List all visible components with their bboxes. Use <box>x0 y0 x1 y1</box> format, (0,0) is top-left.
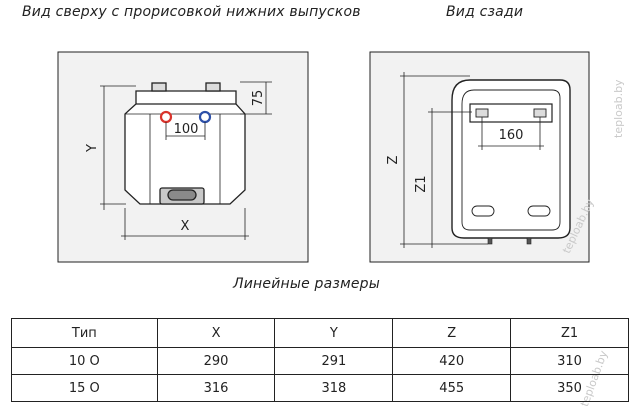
column-header-type: Тип <box>11 318 158 348</box>
table-row: 15 О 316 318 455 350 <box>11 374 629 402</box>
bracket-spacing-label: 160 <box>499 128 524 143</box>
column-header-z: Z <box>392 318 512 348</box>
column-header-x: X <box>156 318 276 348</box>
depth-label: 75 <box>251 90 266 107</box>
top-view-dimension-lines <box>100 81 272 240</box>
table-cell: 420 <box>392 347 512 375</box>
table-cell: 350 <box>510 374 629 402</box>
pipe-spacing-label: 100 <box>174 122 199 137</box>
column-header-z1: Z1 <box>510 318 629 348</box>
table-cell: 291 <box>274 347 394 375</box>
watermark-text: teploab.by <box>612 79 625 138</box>
top-view-caption: Вид сверху с прорисовкой нижних выпусков <box>22 4 361 20</box>
column-header-y: Y <box>274 318 394 348</box>
table-cell: 290 <box>156 347 276 375</box>
heater-top-body <box>124 82 246 205</box>
hot-water-outlet-icon <box>159 110 173 124</box>
heater-back-body <box>451 79 571 245</box>
back-view-dimension-lines <box>400 72 544 248</box>
table-cell: 455 <box>392 374 512 402</box>
table-cell: 310 <box>510 347 629 375</box>
table-caption: Линейные размеры <box>233 276 380 292</box>
cold-water-inlet-icon <box>198 110 212 124</box>
height-y-label: Y <box>85 144 100 153</box>
mount-height-z1-label: Z1 <box>414 175 429 192</box>
width-x-label: X <box>181 219 190 234</box>
table-cell: 10 О <box>11 347 158 375</box>
table-cell: 316 <box>156 374 276 402</box>
table-cell: 318 <box>274 374 394 402</box>
height-z-label: Z <box>386 155 401 164</box>
back-view-caption: Вид сзади <box>446 4 524 20</box>
table-row: 10 О 290 291 420 310 <box>11 347 629 375</box>
table-header-row: Тип X Y Z Z1 <box>11 318 629 348</box>
dimensions-table: Тип X Y Z Z1 10 О 290 291 420 310 15 О 3… <box>11 318 629 402</box>
table-cell: 15 О <box>11 374 158 402</box>
